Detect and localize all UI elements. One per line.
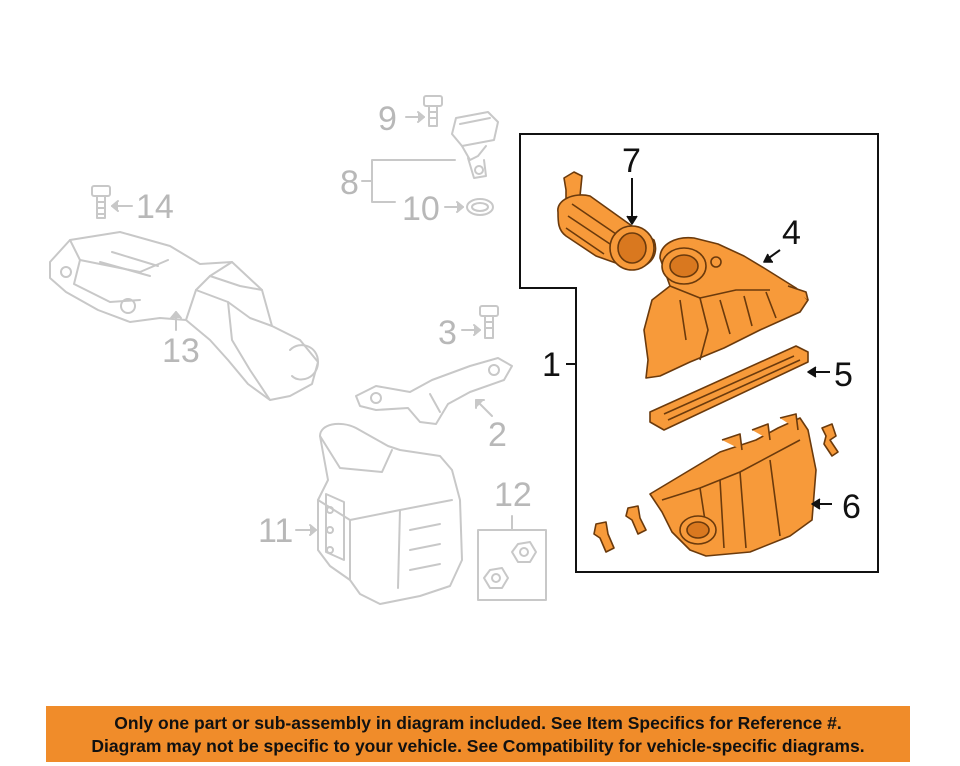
clip-part: [821, 423, 839, 457]
bolt-14-part: [91, 185, 133, 219]
callout-9: 9: [378, 100, 397, 138]
ghost-parts: [49, 95, 547, 605]
duct-13-part: [49, 231, 319, 401]
lower-box-6-part: [649, 413, 832, 557]
bolt-9-part: [405, 95, 443, 127]
sensor-8-part: [451, 111, 499, 179]
ghost-callouts: 9 8 10 14 13 3 2 11 12: [136, 100, 532, 550]
bolt-3-part: [461, 305, 499, 339]
nuts-12-part: [477, 515, 547, 601]
parts-diagram: 9 8 10 14 13 3 2 11 12 1: [49, 95, 879, 605]
duct-7-part: [557, 171, 657, 271]
callout-3: 3: [438, 314, 457, 352]
callout-12: 12: [494, 476, 532, 514]
oring-10-part: [466, 198, 494, 216]
callout-14: 14: [136, 188, 174, 226]
airbox-11-part: [295, 422, 463, 605]
callout-7: 7: [622, 142, 641, 180]
filter-5-part: [649, 345, 830, 431]
callout-2: 2: [488, 416, 507, 454]
disclaimer-line-1: Only one part or sub-assembly in diagram…: [114, 713, 842, 733]
disclaimer-line-2: Diagram may not be specific to your vehi…: [91, 736, 865, 756]
callout-10: 10: [402, 190, 440, 228]
callout-1: 1: [542, 346, 561, 384]
clip-part: [593, 521, 615, 553]
highlighted-parts: [557, 171, 839, 557]
callout-5: 5: [834, 356, 853, 394]
bracket-2-part: [355, 357, 513, 425]
callout-6: 6: [842, 488, 861, 526]
callout-11: 11: [258, 512, 293, 550]
callout-13: 13: [162, 332, 200, 370]
clip-part: [625, 505, 647, 535]
callout-4: 4: [782, 214, 801, 252]
disclaimer-banner: Only one part or sub-assembly in diagram…: [46, 706, 910, 762]
highlighted-callouts: 7 4 5 6: [622, 142, 861, 526]
assembly-box: [519, 133, 879, 573]
callout-8: 8: [340, 164, 359, 202]
upper-cover-4-part: [643, 236, 809, 379]
